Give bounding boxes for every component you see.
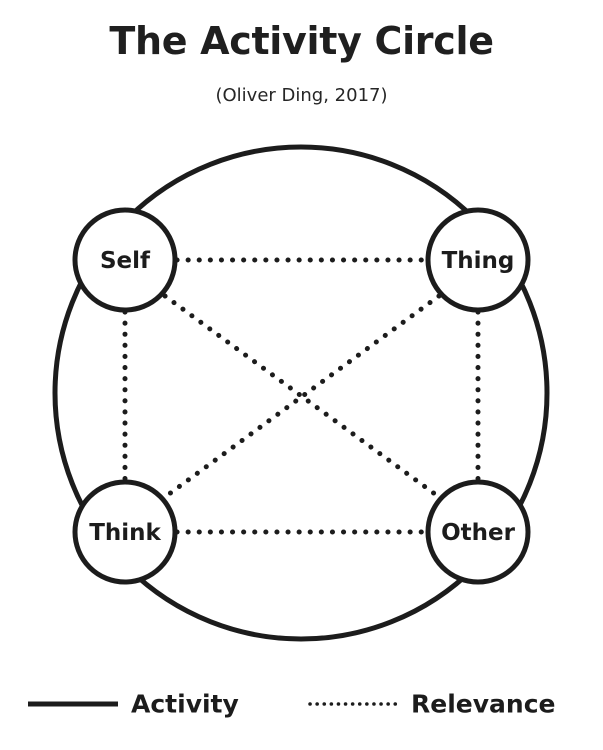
outer-activity-circle: [52, 144, 550, 642]
connection-self-other: [162, 293, 442, 500]
node-circle-self[interactable]: [72, 207, 178, 313]
connection-thing-think: [162, 293, 442, 500]
page-title: The Activity Circle: [109, 19, 494, 63]
page-subtitle: (Oliver Ding, 2017): [215, 85, 388, 106]
node-label-thing: Thing: [442, 248, 515, 274]
node-circle-think[interactable]: [72, 479, 178, 585]
node-label-other: Other: [441, 520, 516, 546]
node-label-self: Self: [100, 248, 151, 274]
legend-label-activity: Activity: [131, 690, 239, 719]
node-label-think: Think: [89, 520, 161, 546]
node-circle-other[interactable]: [425, 479, 531, 585]
diagram-nodes: Self Thing Think Other: [72, 207, 531, 585]
legend-label-relevance: Relevance: [411, 690, 555, 719]
legend: Activity Relevance: [28, 690, 555, 719]
relevance-connections: [122, 257, 481, 535]
node-circle-thing[interactable]: [425, 207, 531, 313]
